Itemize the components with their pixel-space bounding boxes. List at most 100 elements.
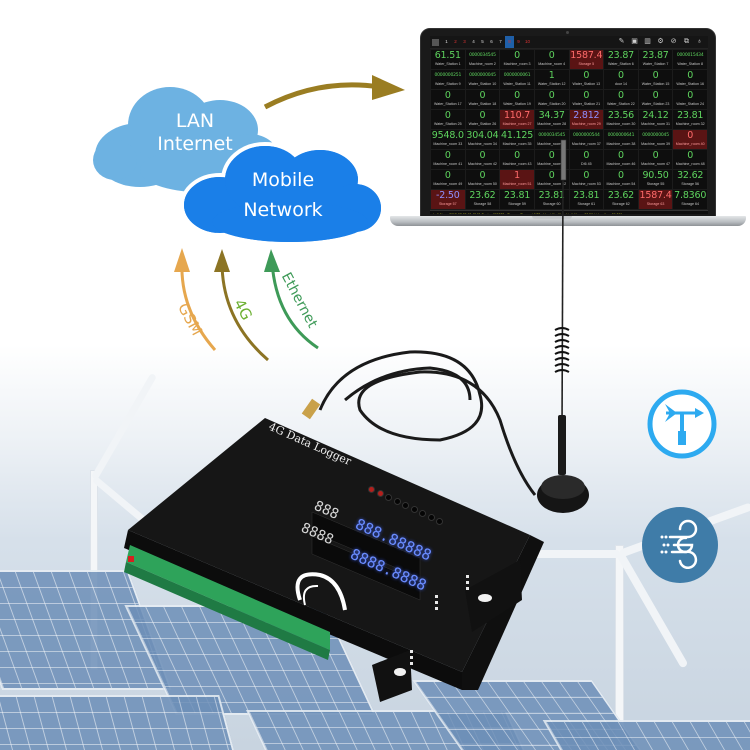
tab-9[interactable]: 9 [517,39,520,44]
tab-1[interactable]: 1 [445,39,448,44]
channel-label: Water_Station 25 [433,122,462,126]
alarm-bell-icon[interactable]: ♁ [696,38,703,45]
tab-6[interactable]: 6 [490,39,493,44]
channel-value: 0 [548,170,555,181]
tab-3[interactable]: 3 [463,39,466,44]
channel-label: Water_Station 13 [572,82,601,86]
tab-8[interactable]: 8 [505,36,514,48]
channel-value: 0 [618,90,624,101]
channel-value: 0 [652,150,659,161]
channel-value: 0 [444,150,451,161]
export-icon[interactable]: ⧉ [684,38,689,45]
menu-icon[interactable] [432,38,439,46]
channel-label: Machine_room 34 [468,142,497,146]
mute-icon[interactable]: ⊘ [670,38,677,45]
channel-label: Machine_room 36 [537,142,567,146]
channel-value: 0 [652,70,659,81]
status-led-5 [402,502,409,509]
channel-label: Water_Station 7 [642,62,669,66]
laptop-notch [532,216,572,219]
channel-value: 0 [514,150,520,161]
tab-4[interactable]: 4 [472,39,475,44]
tab-2[interactable]: 2 [454,39,457,44]
settings-icon[interactable]: ⚙ [657,38,664,45]
save-icon[interactable]: ▣ [631,38,638,45]
channel-value: 0 [479,90,486,101]
tab-7[interactable]: 7 [499,39,502,44]
tab-10[interactable]: 10 [524,39,530,44]
tab-5[interactable]: 5 [481,39,484,44]
edit-icon[interactable]: ✎ [618,38,625,45]
internet-label: Internet [157,133,233,155]
delete-icon[interactable]: ▥ [644,38,651,45]
channel-value: 23.81 [573,190,600,201]
channel-label: Water_Station 17 [433,102,462,106]
